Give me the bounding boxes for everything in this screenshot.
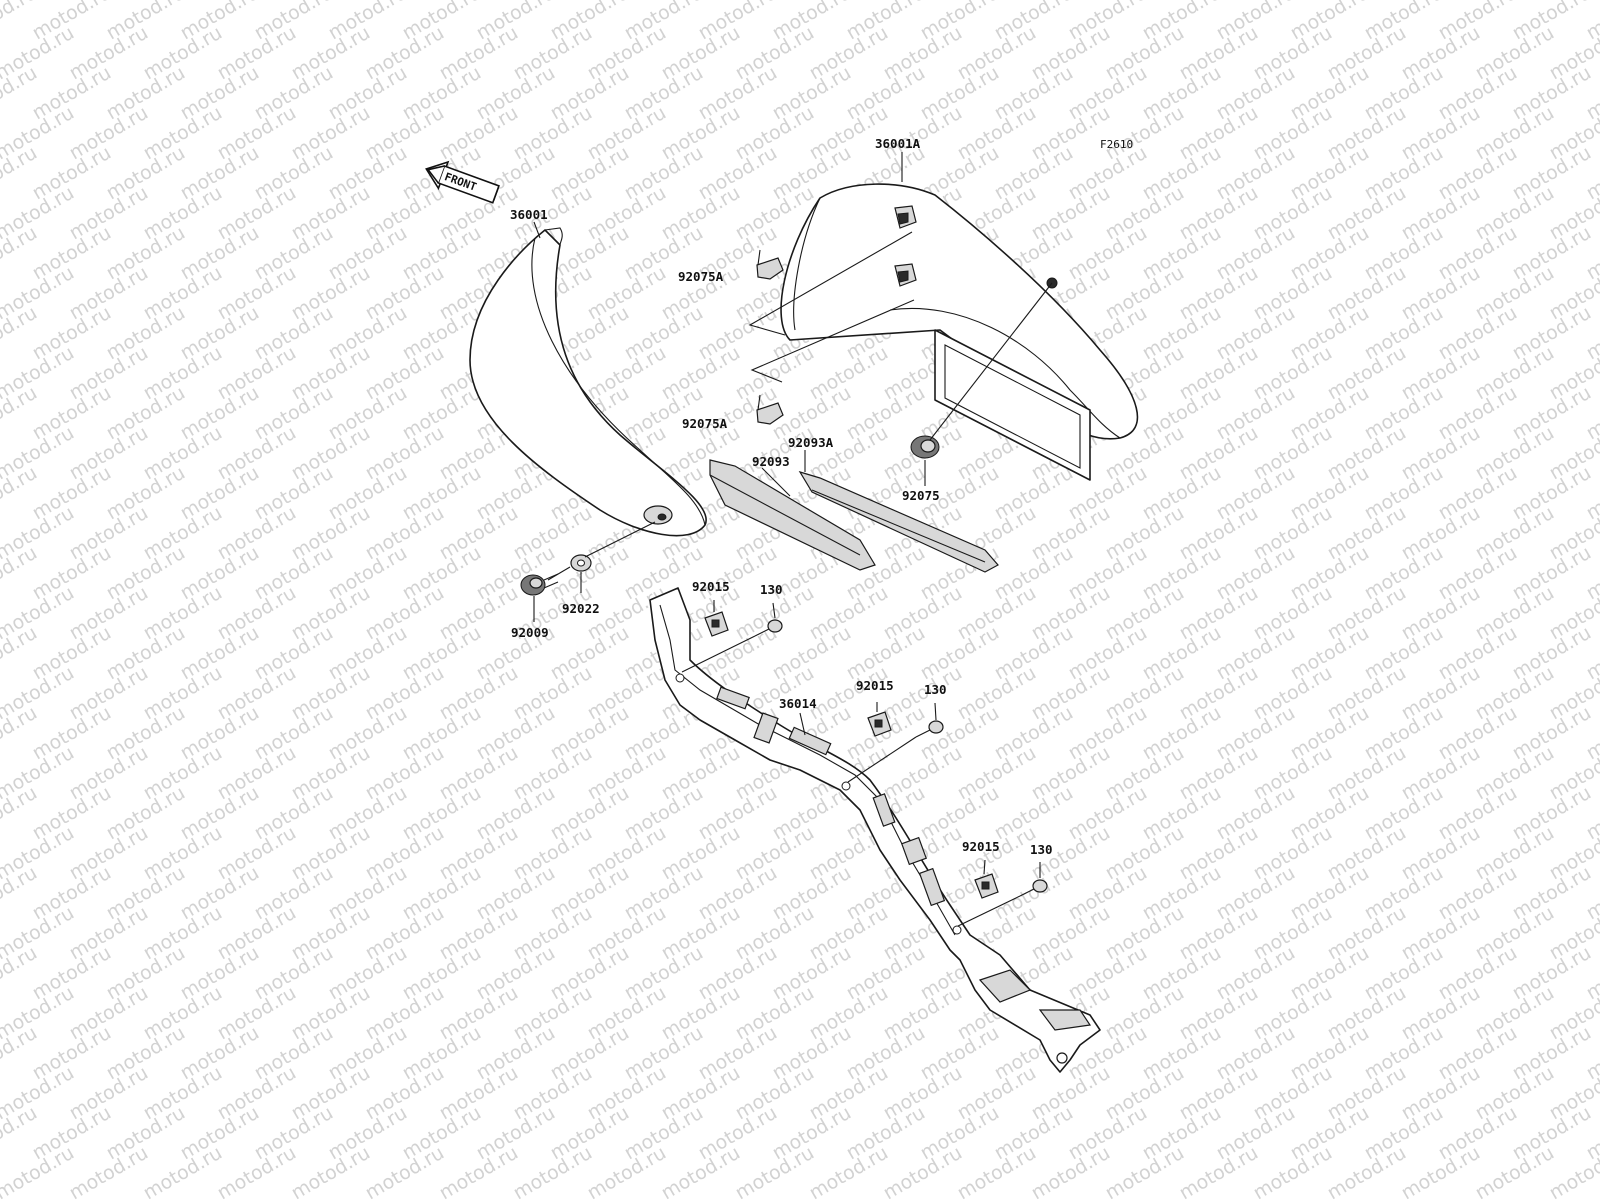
label-92093a: 92093A [788, 435, 834, 450]
label-92093: 92093 [752, 454, 790, 469]
damper-clip-2 [756, 402, 784, 425]
label-92015-3: 92015 [962, 839, 1000, 854]
label-130-3: 130 [1030, 842, 1053, 857]
side-cover-left [469, 227, 707, 537]
label-92015-1: 92015 [692, 579, 730, 594]
washer-92022 [570, 554, 592, 572]
part-labels: 36001 36001A 92075A 92075A 92075 92093 9… [510, 136, 1053, 857]
label-92009: 92009 [511, 625, 549, 640]
bracket-36014 [649, 587, 1101, 1073]
label-92075a-1: 92075A [678, 269, 724, 284]
damper-clip-1 [756, 257, 784, 280]
label-130-2: 130 [924, 682, 947, 697]
label-36001a: 36001A [875, 136, 921, 151]
pad-92093a [798, 470, 999, 573]
front-arrow-icon: FRONT [425, 160, 500, 204]
leader-lines [533, 152, 1053, 927]
label-36001: 36001 [510, 207, 548, 222]
screw-3 [1019, 879, 1048, 897]
label-92075a-2: 92075A [682, 416, 728, 431]
side-cover-right [780, 183, 1139, 481]
label-92075: 92075 [902, 488, 940, 503]
label-36014: 36014 [779, 696, 817, 711]
screw-1 [754, 619, 783, 637]
label-92022: 92022 [562, 601, 600, 616]
label-130-1: 130 [760, 582, 783, 597]
screw-2 [915, 720, 944, 738]
label-92015-2: 92015 [856, 678, 894, 693]
clip-nut-2 [867, 711, 892, 737]
clip-nut-3 [974, 873, 999, 899]
sheet-code: F2610 [1100, 138, 1133, 151]
pad-92093 [709, 459, 876, 571]
clip-nut-1 [704, 611, 729, 637]
damper-grommet [910, 435, 940, 459]
